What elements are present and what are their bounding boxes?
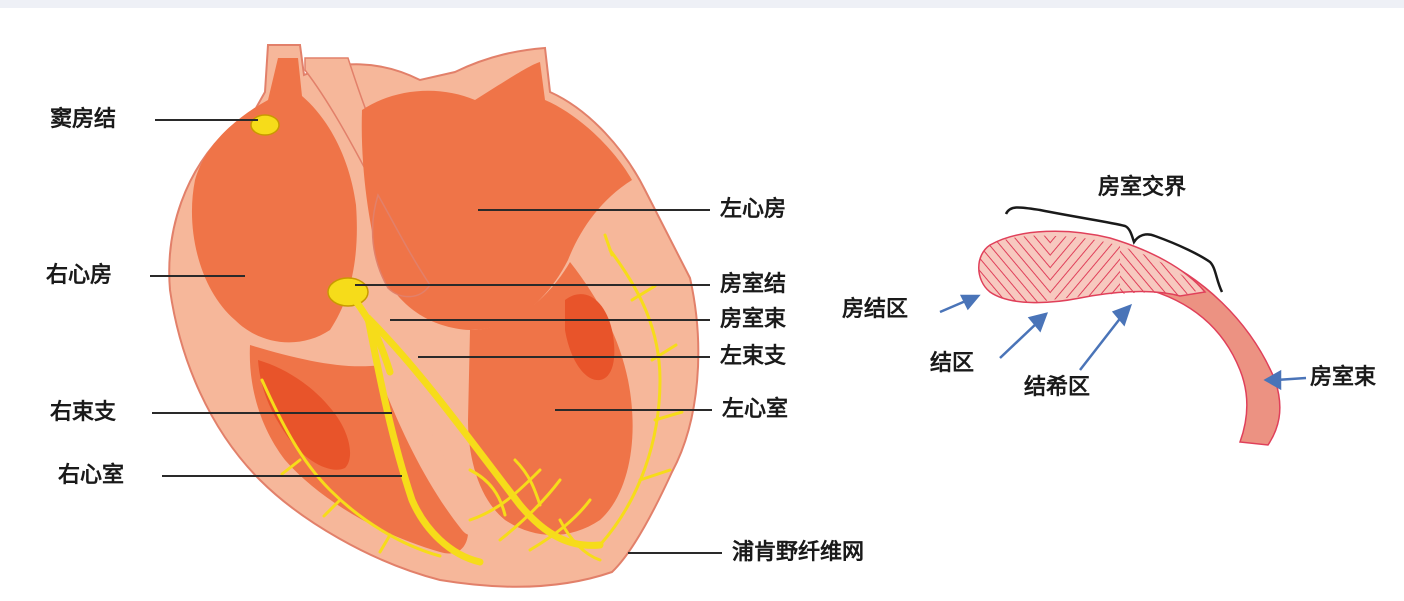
label-purkinje-network: 浦肯野纤维网 <box>732 541 864 563</box>
heart-illustration <box>169 45 698 587</box>
arrow-atrionodal-head <box>962 296 978 308</box>
label-left-ventricle: 左心室 <box>722 398 788 420</box>
label-nodal-his-zone: 结希区 <box>1024 376 1090 398</box>
label-left-atrium: 左心房 <box>720 198 786 220</box>
arrow-nodal-his <box>1080 316 1122 370</box>
label-junction-title: 房室交界 <box>1098 176 1186 198</box>
label-junction-av-bundle: 房室束 <box>1310 366 1376 388</box>
nodal-his-zone-hatch <box>1120 246 1200 296</box>
av-junction-illustration <box>940 207 1306 445</box>
label-left-bundle-branch: 左束支 <box>720 345 786 367</box>
label-right-bundle-branch: 右束支 <box>50 401 116 423</box>
av-node <box>328 278 368 306</box>
label-atrionodal-zone: 房结区 <box>842 298 908 320</box>
label-av-node: 房室结 <box>720 273 786 295</box>
label-av-bundle: 房室束 <box>720 308 786 330</box>
nodal-zone-hatch <box>1050 236 1120 300</box>
label-sa-node: 窦房结 <box>50 108 116 130</box>
label-right-atrium: 右心房 <box>46 264 112 286</box>
atrionodal-zone-hatch <box>979 235 1050 302</box>
label-right-ventricle: 右心室 <box>58 464 124 486</box>
sa-node <box>251 115 279 135</box>
label-nodal-zone: 结区 <box>930 352 974 374</box>
arrow-nodal <box>1000 322 1038 358</box>
